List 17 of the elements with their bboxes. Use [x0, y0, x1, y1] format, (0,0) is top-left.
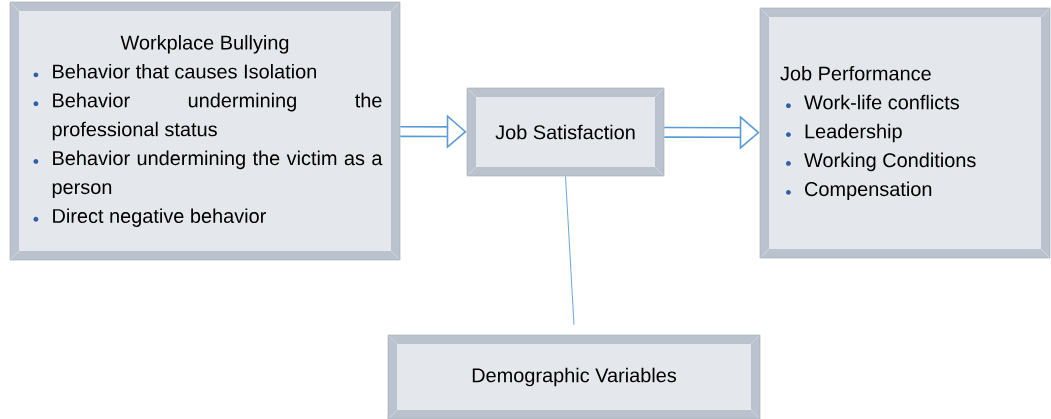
bullet-item: Behavior undermining the professional status — [33, 92, 382, 141]
box-heading: Demographic Variables — [472, 367, 677, 387]
process-box — [9, 1, 401, 261]
bullet-item: Work-life conflicts — [786, 94, 959, 110]
bullet-item: Direct negative behavior — [33, 208, 266, 227]
bullet-item: Behavior that causes Isolation — [33, 63, 316, 79]
process-box — [387, 334, 761, 419]
process-box — [466, 87, 665, 177]
bullet-item: Behavior undermining the victim as a person — [33, 150, 383, 199]
box-heading: Job Performance — [780, 65, 931, 81]
box-heading: Job Satisfaction — [495, 124, 635, 140]
process-box — [759, 7, 1051, 259]
box-heading: Workplace Bullying — [120, 35, 289, 54]
bullet-item: Leadership — [786, 123, 902, 143]
bullet-item: Compensation — [786, 181, 932, 201]
bullet-item: Working Conditions — [786, 152, 976, 172]
connector-line — [565, 175, 575, 326]
